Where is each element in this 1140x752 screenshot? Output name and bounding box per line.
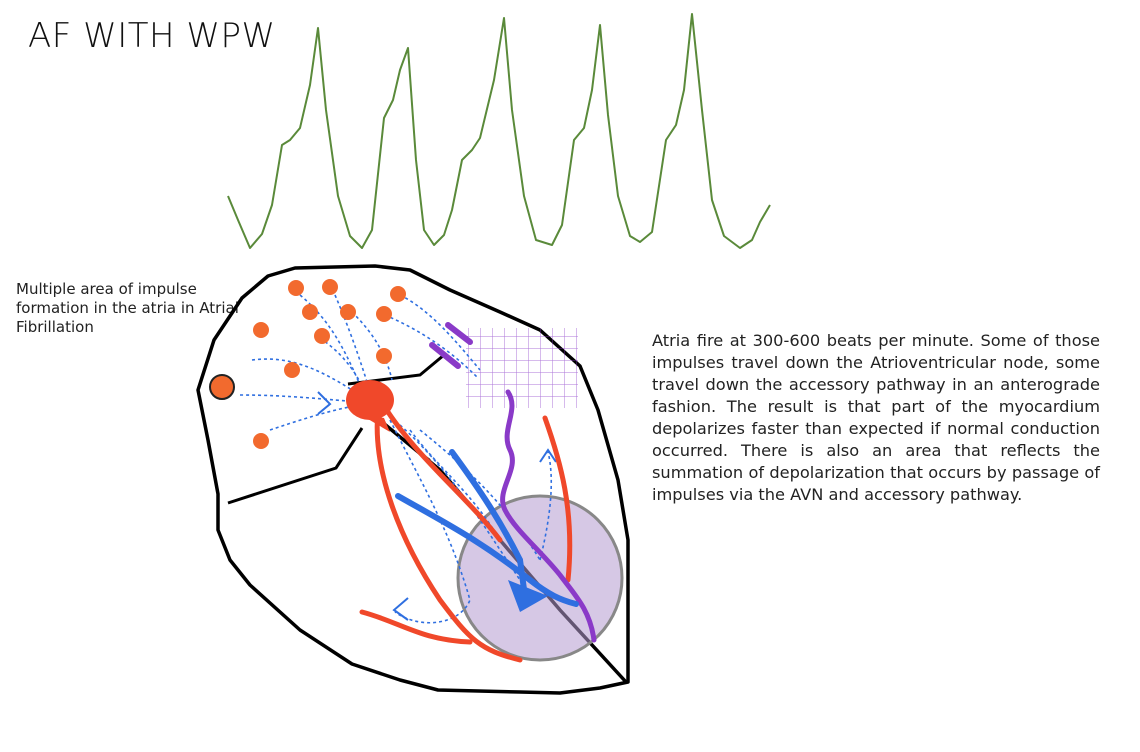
description-text: Atria fire at 300-600 beats per minute. … — [652, 331, 1100, 504]
impulse-dot — [340, 304, 356, 320]
impulse-dot — [288, 280, 304, 296]
impulse-dots — [253, 279, 406, 449]
arrow-head-right — [539, 448, 557, 463]
impulse-dot — [322, 279, 338, 295]
blue-arrow-head — [508, 580, 548, 612]
sinus-node — [209, 374, 235, 400]
accessory-region — [466, 328, 578, 408]
accessory-pathway — [500, 389, 597, 643]
av-node-tail — [356, 412, 390, 432]
impulse-dot — [314, 328, 330, 344]
impulse-dot — [284, 362, 300, 378]
diagram-title: AF WITH WPW — [28, 16, 276, 56]
atria-note-label: Multiple area of impulse formation in th… — [16, 280, 239, 336]
ecg-trace — [227, 13, 771, 249]
accessory-marker — [445, 322, 473, 345]
impulse-dot — [253, 433, 269, 449]
arrow-head-lower — [392, 597, 409, 621]
accessory-marker-2 — [429, 342, 461, 369]
heart-outline — [196, 264, 630, 695]
impulse-dot — [376, 306, 392, 322]
av-plane-line — [227, 427, 364, 505]
impulse-dot — [376, 348, 392, 364]
impulse-dot — [253, 322, 269, 338]
impulse-dot — [302, 304, 318, 320]
av-node — [346, 380, 394, 420]
arrow-head-atria — [317, 391, 332, 415]
red-conduction-paths — [359, 407, 573, 663]
impulse-dot — [390, 286, 406, 302]
